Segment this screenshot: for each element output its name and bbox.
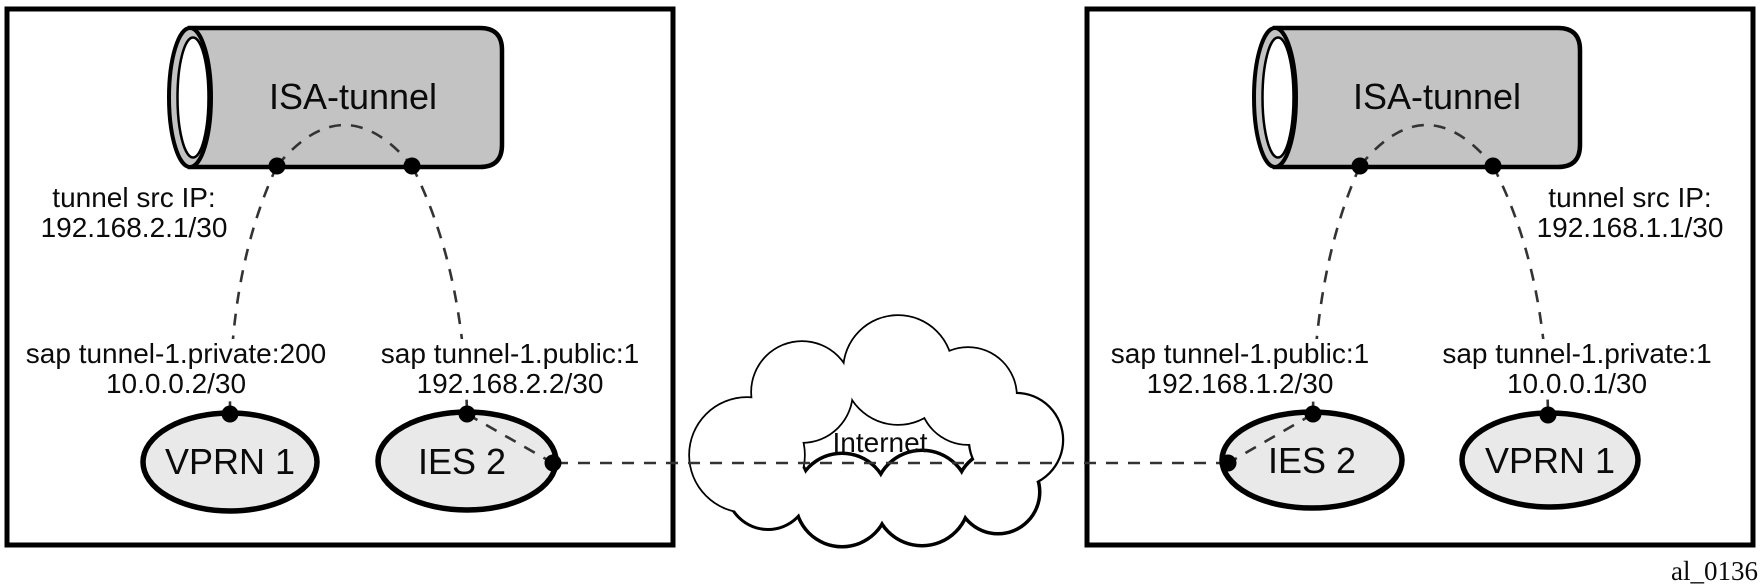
right-ies-label: IES 2: [1267, 440, 1357, 481]
tunnel-src-ip: 192.168.2.1/30: [40, 212, 228, 243]
right-vprn-sap-dot: [1539, 406, 1557, 424]
right-cylinder-private-dot: [1484, 157, 1502, 175]
left-private-sap-path: [228, 165, 279, 415]
left-ies-internal-path: [466, 412, 552, 464]
sap-ip: 192.168.2.2/30: [416, 368, 604, 399]
right-ies-internet-dot: [1219, 454, 1237, 472]
sap-name: sap tunnel-1.private:1: [1442, 338, 1712, 369]
internet-cloud: [688, 314, 1065, 549]
left-ies-internet-dot: [544, 454, 562, 472]
internet-cloud-label: Internet: [832, 427, 928, 458]
left-tunnel-arc: [275, 123, 414, 167]
right-sap-public-label: sap tunnel-1.public:1 192.168.1.2/30: [1107, 338, 1373, 399]
right-cylinder-public-dot: [1351, 157, 1369, 175]
figure-id: al_0136: [1671, 556, 1758, 586]
tunnel-endpoint-dots: [221, 157, 1557, 472]
left-tunnel-src-label: tunnel src IP: 192.168.2.1/30: [41, 183, 228, 243]
tunnel-src-ip: 192.168.1.1/30: [1536, 212, 1724, 243]
cylinder-body: [1272, 25, 1583, 170]
right-ies-internal-path: [1229, 412, 1314, 464]
left-cylinder-public-dot: [403, 157, 421, 175]
left-ies-label: IES 2: [417, 441, 507, 482]
left-public-sap-path: [410, 165, 469, 415]
left-isa-tunnel-cylinder: [167, 25, 505, 170]
sap-ip: 10.0.0.2/30: [105, 368, 247, 399]
right-public-sap-path: [1311, 165, 1362, 415]
tunnel-src-caption: tunnel src IP:: [1548, 182, 1712, 213]
right-isa-tunnel-cylinder: [1252, 25, 1583, 170]
sap-name: sap tunnel-1.private:200: [25, 338, 327, 369]
sap-ip: 192.168.1.2/30: [1146, 368, 1334, 399]
cylinder-opening-inner: [176, 36, 210, 159]
left-ies-sap-dot: [458, 405, 476, 423]
right-ies-sap-dot: [1304, 405, 1322, 423]
right-vprn-label: VPRN 1: [1484, 440, 1616, 481]
right-tunnel-src-label: tunnel src IP: 192.168.1.1/30: [1537, 183, 1724, 243]
sap-name: sap tunnel-1.public:1: [1110, 338, 1370, 369]
right-cylinder-label: ISA-tunnel: [1352, 76, 1522, 117]
left-cylinder-private-dot: [268, 157, 286, 175]
right-sap-private-label: sap tunnel-1.private:1 10.0.0.1/30: [1439, 338, 1715, 399]
left-cylinder-label: ISA-tunnel: [268, 76, 438, 117]
cylinder-body: [187, 25, 505, 170]
sap-ip: 10.0.0.1/30: [1506, 368, 1648, 399]
right-tunnel-arc: [1358, 123, 1495, 167]
left-vprn-label: VPRN 1: [164, 441, 296, 482]
left-sap-private-label: sap tunnel-1.private:200 10.0.0.2/30: [22, 338, 330, 399]
sap-name: sap tunnel-1.public:1: [380, 338, 640, 369]
cylinder-opening-inner: [1261, 36, 1295, 159]
tunnel-src-caption: tunnel src IP:: [52, 182, 216, 213]
left-sap-public-label: sap tunnel-1.public:1 192.168.2.2/30: [377, 338, 643, 399]
left-vprn-sap-dot: [221, 405, 239, 423]
